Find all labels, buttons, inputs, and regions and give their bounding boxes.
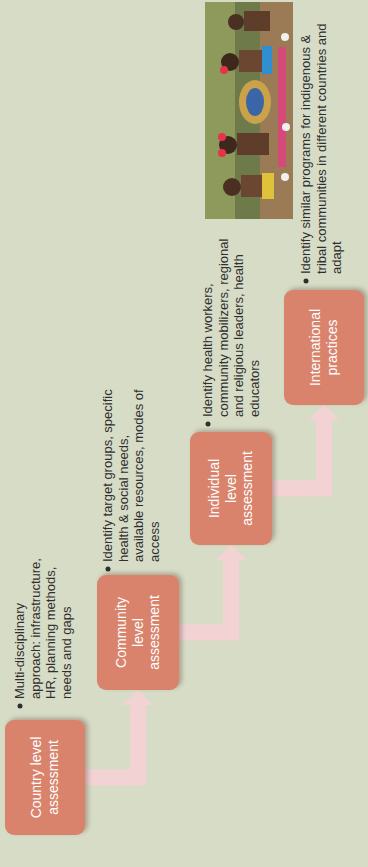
step-box: Individual level assessment xyxy=(190,432,272,545)
bullet-text: Identify similar programs for indigenous… xyxy=(298,9,345,274)
bullet-text: Identify health workers, community mobil… xyxy=(200,232,262,417)
step-box: International practices xyxy=(284,290,364,405)
photo xyxy=(205,2,293,219)
step-label: International practices xyxy=(307,307,341,389)
elbow-arrow xyxy=(179,545,247,633)
arrow-head xyxy=(308,405,340,420)
step-label: Country level assessment xyxy=(28,737,62,819)
arrow-shaft xyxy=(85,704,138,778)
elbow-arrow xyxy=(272,405,340,489)
arrow-shaft xyxy=(272,419,324,489)
arrow-head xyxy=(122,690,154,705)
step-box: Community level assessment xyxy=(97,575,179,690)
step-label: Community level assessment xyxy=(113,592,163,674)
bullet-text: Multi-disciplinary approach: infrastruct… xyxy=(12,549,74,699)
elbow-arrow xyxy=(85,690,154,778)
step-label: Individual level assessment xyxy=(206,448,256,530)
arrow-shaft xyxy=(179,559,231,633)
step-box: Country level assessment xyxy=(5,720,85,835)
arrow-head xyxy=(215,545,247,560)
bullet-text: Identify target groups, specific health … xyxy=(100,382,162,562)
